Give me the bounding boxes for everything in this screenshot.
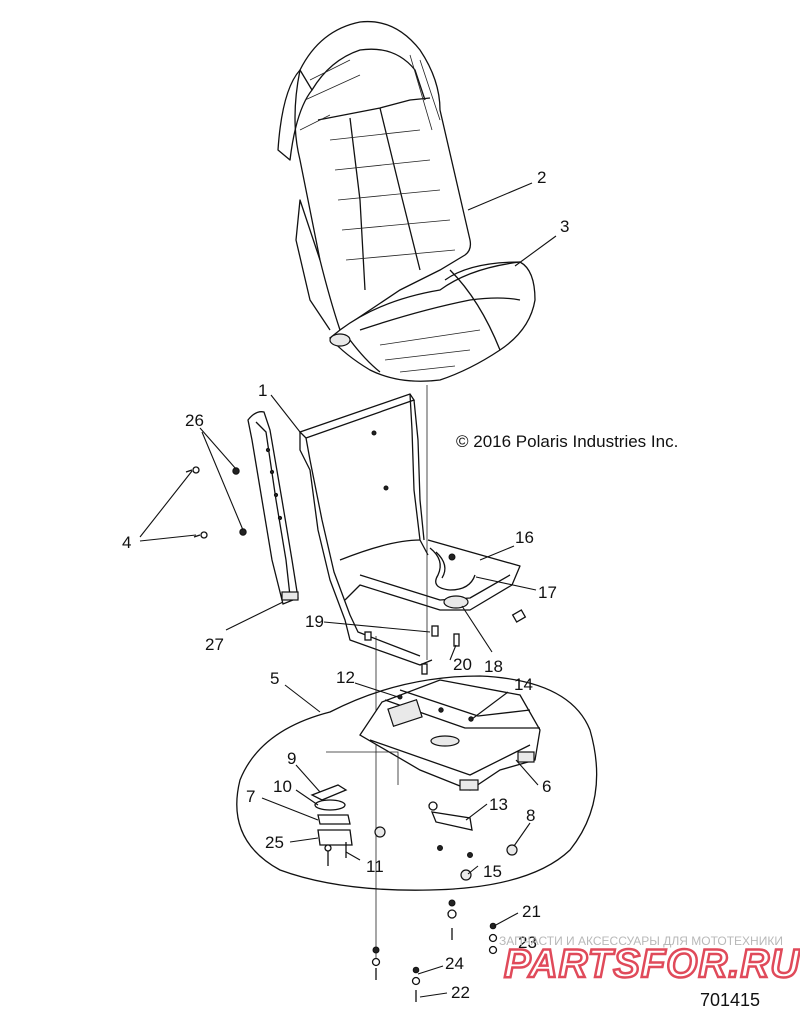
seat-assembly (277, 20, 536, 382)
hardware-screws-nuts (185, 385, 460, 960)
callout-2: 2 (537, 168, 546, 187)
callout-9: 9 (287, 749, 296, 768)
callout-5: 5 (270, 669, 279, 688)
copyright-notice: © 2016 Polaris Industries Inc. (456, 432, 678, 451)
latch-parts (310, 784, 353, 866)
callout-14: 14 (514, 675, 533, 694)
callout-1: 1 (258, 381, 267, 400)
watermark-tagline: ЗАПЧАСТИ И АКСЕССУАРЫ ДЛЯ МОТОТЕХНИКИ (499, 934, 783, 948)
callout-24: 24 (445, 954, 464, 973)
callout-6: 6 (542, 777, 551, 796)
callout-4: 4 (122, 533, 131, 552)
side-trim-panel (247, 411, 299, 605)
callout-11: 11 (366, 857, 384, 876)
callout-22: 22 (451, 983, 470, 1002)
diagram-reference-number: 701415 (700, 990, 760, 1010)
watermark-brand: PARTSFOR.RU (504, 942, 800, 986)
callout-20: 20 (453, 655, 472, 674)
callout-10: 10 (273, 777, 292, 796)
callout-3: 3 (560, 217, 569, 236)
callout-15: 15 (483, 862, 502, 881)
slider-base (326, 679, 541, 881)
callout-labels: 2 3 1 26 4 27 16 17 18 19 20 5 12 14 6 9… (122, 168, 569, 1002)
callout-13: 13 (489, 795, 508, 814)
callout-19: 19 (305, 612, 324, 631)
callout-17: 17 (538, 583, 557, 602)
callout-8: 8 (526, 806, 535, 825)
callout-23: 23 (518, 933, 537, 952)
callout-16: 16 (515, 528, 534, 547)
callout-26: 26 (185, 411, 204, 430)
base-assembly-balloon (236, 675, 598, 891)
seat-frame (298, 393, 527, 666)
callout-7: 7 (246, 787, 255, 806)
callout-27: 27 (205, 635, 224, 654)
loose-hardware (371, 899, 498, 1002)
callout-12: 12 (336, 668, 355, 687)
callout-21: 21 (522, 902, 541, 921)
watermark: ЗАПЧАСТИ И АКСЕССУАРЫ ДЛЯ МОТОТЕХНИКИ PA… (499, 934, 800, 987)
callout-25: 25 (265, 833, 284, 852)
leader-lines (139, 182, 557, 998)
callout-18: 18 (484, 657, 503, 676)
